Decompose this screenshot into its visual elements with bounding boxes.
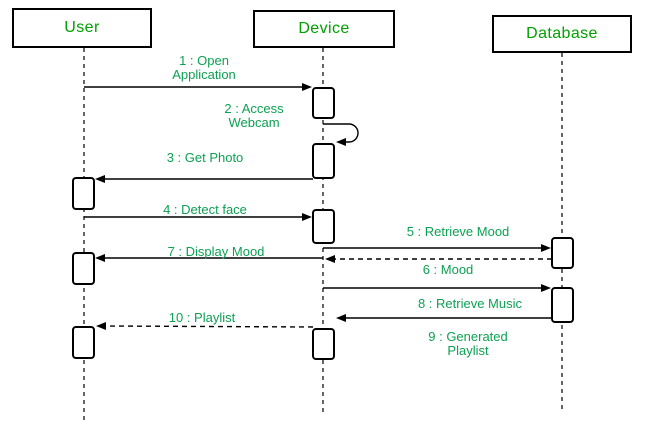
message-8-arrow: [323, 284, 551, 292]
activation-user-2: [72, 252, 95, 285]
actor-database: Database: [492, 15, 632, 53]
message-3-label: 3 : Get Photo: [166, 150, 244, 165]
activation-user-3: [72, 326, 95, 359]
message-10-arrow: [96, 322, 314, 330]
activation-device-2: [312, 143, 335, 179]
message-8-label: 8 : Retrieve Music: [417, 296, 523, 311]
activation-device-1: [312, 87, 335, 119]
message-6-arrow: [325, 255, 552, 263]
message-4-arrow: [84, 213, 312, 221]
actor-device: Device: [253, 10, 395, 48]
message-9-arrow: [336, 314, 552, 322]
message-3-arrow: [95, 175, 313, 183]
message-2-self-arrow: [323, 123, 359, 146]
message-7-label: 7 : Display Mood: [167, 244, 265, 259]
message-10-label: 10 : Playlist: [168, 310, 236, 325]
message-5-label: 5 : Retrieve Mood: [406, 224, 510, 239]
message-5-arrow: [323, 244, 551, 252]
message-2-label: 2 : Access Webcam: [224, 101, 284, 130]
activation-database-2: [551, 287, 574, 323]
actor-database-label: Database: [526, 25, 598, 42]
activation-device-4: [312, 328, 335, 360]
message-1-arrow: [84, 83, 312, 91]
actor-user: User: [12, 8, 152, 48]
message-9-label: 9 : Generated Playlist: [428, 329, 508, 358]
message-7-arrow: [95, 254, 323, 262]
actor-device-label: Device: [298, 20, 350, 37]
activation-device-3: [312, 209, 335, 244]
actor-user-label: User: [64, 19, 100, 36]
activation-database-1: [551, 237, 574, 269]
message-6-label: 6 : Mood: [422, 262, 474, 277]
message-4-label: 4 : Detect face: [163, 202, 247, 217]
message-1-label: 1 : Open Application: [172, 53, 236, 82]
activation-user-1: [72, 177, 95, 210]
